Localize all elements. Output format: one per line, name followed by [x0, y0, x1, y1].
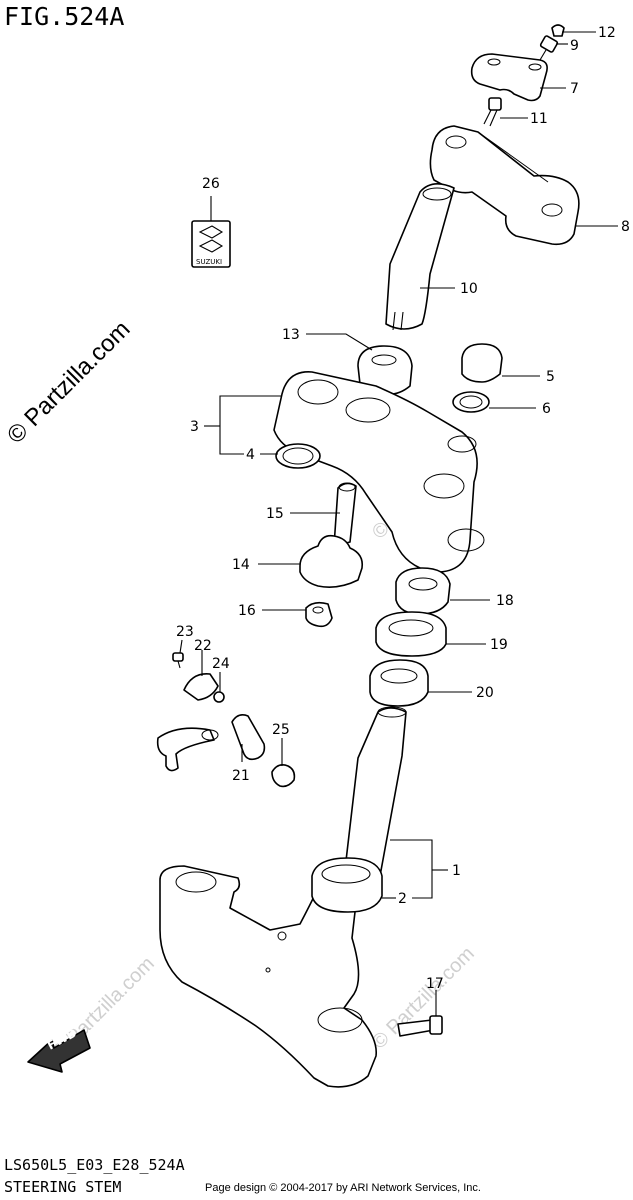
part-14-cushion[interactable]	[299, 534, 364, 588]
callout-15: 15	[266, 506, 284, 522]
callout-12: 12	[598, 25, 616, 41]
watermark-text: © Partzilla.com	[368, 943, 479, 1054]
figure-caption: STEERING STEM	[4, 1178, 122, 1196]
part-23-screw[interactable]	[172, 652, 184, 669]
part-3-upper-bracket[interactable]	[273, 371, 485, 573]
callout-21: 21	[232, 768, 250, 784]
callout-4: 4	[246, 447, 255, 463]
callout-9: 9	[570, 38, 579, 54]
part-19-dust-seal[interactable]	[375, 611, 447, 657]
callout-11: 11	[530, 111, 548, 127]
callout-2: 2	[398, 891, 407, 907]
part-21-ignition-switch[interactable]	[156, 714, 266, 772]
callout-26: 26	[202, 176, 220, 192]
part-26-suzuki-emblem[interactable]: SUZUKI	[191, 220, 231, 268]
part-10-handlebar-post[interactable]	[385, 183, 455, 331]
part-18-nut[interactable]	[395, 567, 451, 615]
part-11-bolt[interactable]	[483, 97, 502, 127]
part-1-steering-stem[interactable]	[159, 706, 407, 1088]
figure-title: FIG.524A	[4, 2, 125, 31]
part-22-plate[interactable]	[183, 673, 219, 701]
callout-18: 18	[496, 593, 514, 609]
callout-24: 24	[212, 656, 230, 672]
callout-3: 3	[190, 419, 199, 435]
callout-5: 5	[546, 369, 555, 385]
callout-labels: 12 9 7 11 8 26 10 13 5 6 3 4 15 14 16 18…	[176, 25, 630, 992]
part-24-washer[interactable]	[213, 691, 225, 703]
part-5-cap[interactable]	[461, 343, 503, 383]
suzuki-badge-text: SUZUKI	[196, 258, 222, 266]
part-16-nut[interactable]	[305, 601, 333, 628]
callout-1: 1	[452, 863, 461, 879]
copyright-credit: Page design © 2004-2017 by ARI Network S…	[205, 1182, 481, 1194]
callout-20: 20	[476, 685, 494, 701]
callout-16: 16	[238, 603, 256, 619]
callout-17: 17	[426, 976, 444, 992]
part-8-lower-holder[interactable]	[429, 125, 580, 246]
fwd-arrow-icon: FWD	[27, 1026, 91, 1073]
callout-8: 8	[621, 219, 630, 235]
callout-23: 23	[176, 624, 194, 640]
part-12-cap[interactable]	[551, 24, 565, 37]
part-2-bearing[interactable]	[311, 857, 383, 913]
callout-19: 19	[490, 637, 508, 653]
part-9-bolt[interactable]	[539, 35, 559, 61]
callout-6: 6	[542, 401, 551, 417]
callout-14: 14	[232, 557, 250, 573]
callout-13: 13	[282, 327, 300, 343]
callout-10: 10	[460, 281, 478, 297]
part-7-upper-holder[interactable]	[470, 53, 548, 102]
part-25-cap[interactable]	[271, 764, 296, 788]
part-17-bolt[interactable]	[397, 1015, 443, 1037]
callout-22: 22	[194, 638, 212, 654]
part-6-washer[interactable]	[452, 391, 490, 413]
leader-lines	[179, 31, 618, 1016]
callout-7: 7	[570, 81, 579, 97]
part-4-o-ring[interactable]	[275, 443, 321, 469]
part-15-pin[interactable]	[333, 482, 357, 547]
model-code: LS650L5_E03_E28_524A	[4, 1156, 185, 1174]
callout-25: 25	[272, 722, 290, 738]
part-20-bearing[interactable]	[369, 659, 429, 707]
